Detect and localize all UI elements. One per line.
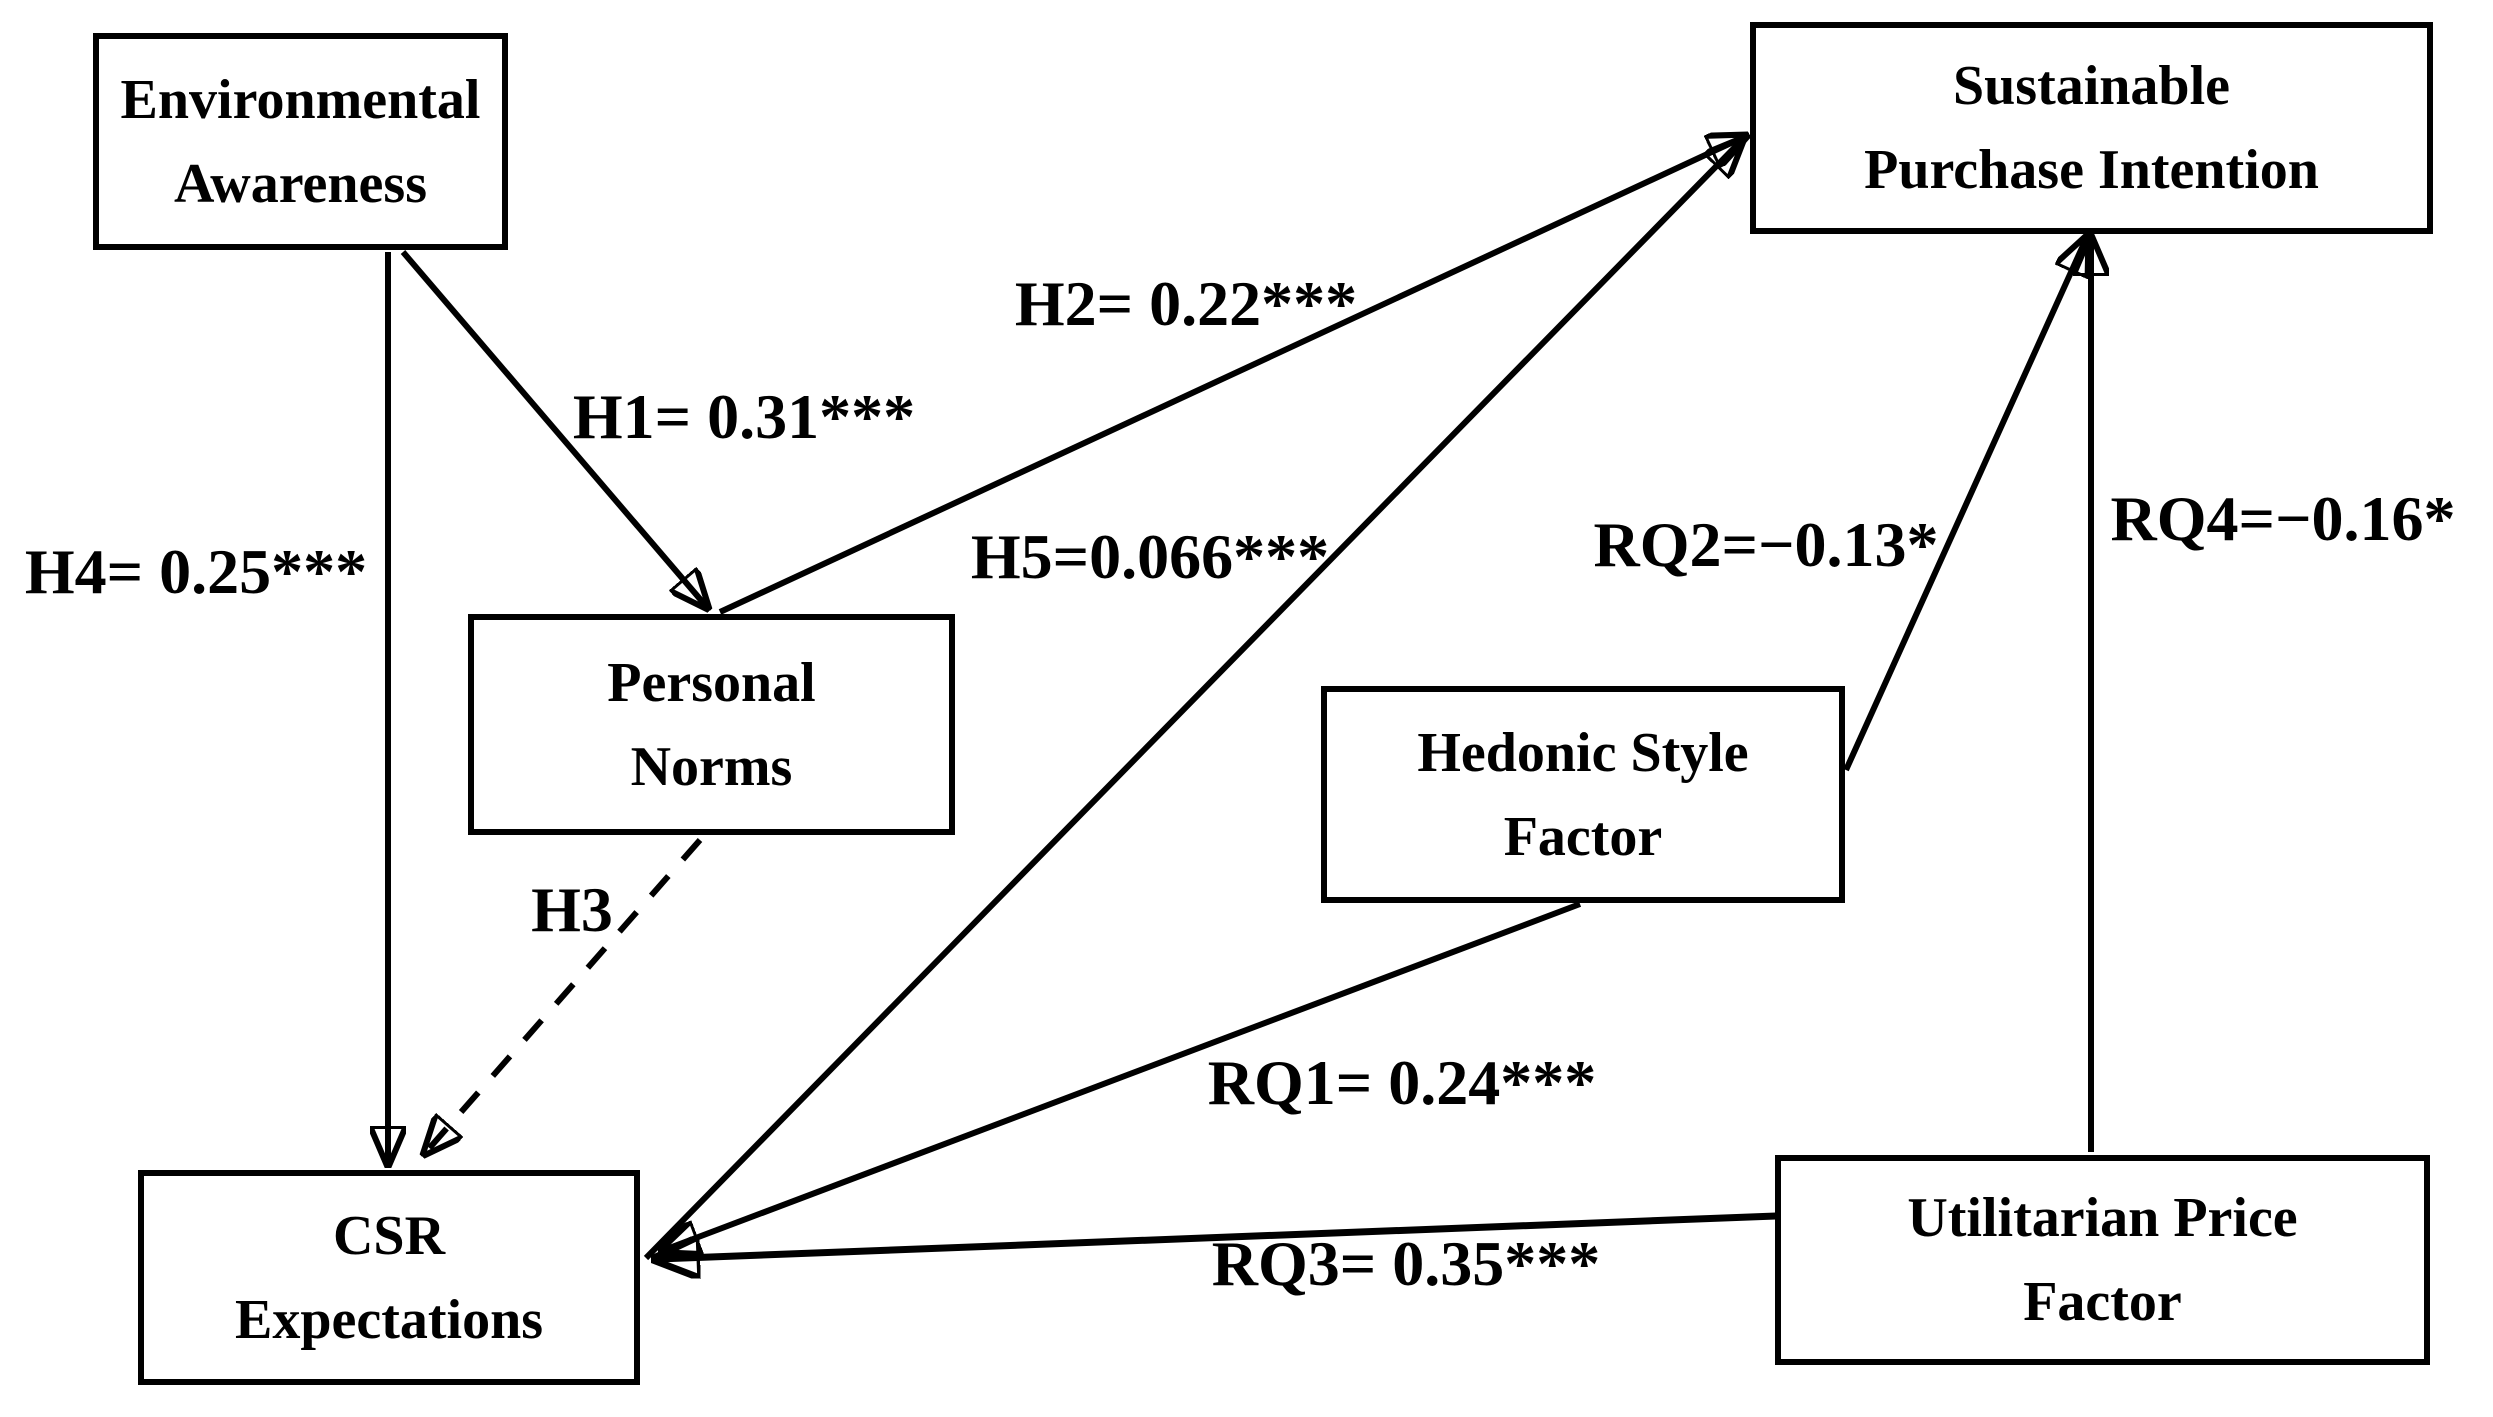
edge-label-h3: H3 — [531, 874, 613, 945]
edge-label-h1: H1= 0.31*** — [572, 381, 916, 452]
edge-label-rq4: RQ4=−0.16* — [2110, 483, 2456, 554]
arrow-h3-personal-norms-to-csr-dashed — [426, 838, 703, 1152]
node-environmental-awareness: Environmental Awareness — [93, 33, 508, 250]
arrow-h2-personal-norms-to-purchase-intention — [718, 137, 1744, 615]
edge-label-h2: H2= 0.22*** — [1014, 268, 1358, 339]
arrow-h5-csr-to-purchase-intention — [643, 141, 1741, 1261]
edge-label-h5: H5=0.066*** — [970, 521, 1330, 592]
arrow-rq1-hedonic-to-csr — [664, 901, 1582, 1250]
edge-label-h4: H4= 0.25*** — [24, 536, 368, 607]
node-utilitarian-price-factor: Utilitarian Price Factor — [1775, 1155, 2430, 1365]
arrow-h1-environmental-to-personal-norms — [400, 250, 706, 606]
edge-label-rq3: RQ3= 0.35*** — [1211, 1228, 1601, 1299]
node-personal-norms: Personal Norms — [468, 614, 955, 835]
edge-label-rq1: RQ1= 0.24*** — [1207, 1047, 1597, 1118]
node-csr-expectations: CSR Expectations — [138, 1170, 640, 1385]
node-hedonic-style-factor: Hedonic Style Factor — [1321, 686, 1845, 903]
edge-label-rq2: RQ2=−0.13* — [1593, 509, 1939, 580]
node-sustainable-purchase-intention: Sustainable Purchase Intention — [1750, 22, 2433, 234]
arrow-rq2-hedonic-to-purchase-intention — [1843, 239, 2086, 772]
arrow-rq3-utilitarian-to-csr — [658, 1212, 1777, 1259]
